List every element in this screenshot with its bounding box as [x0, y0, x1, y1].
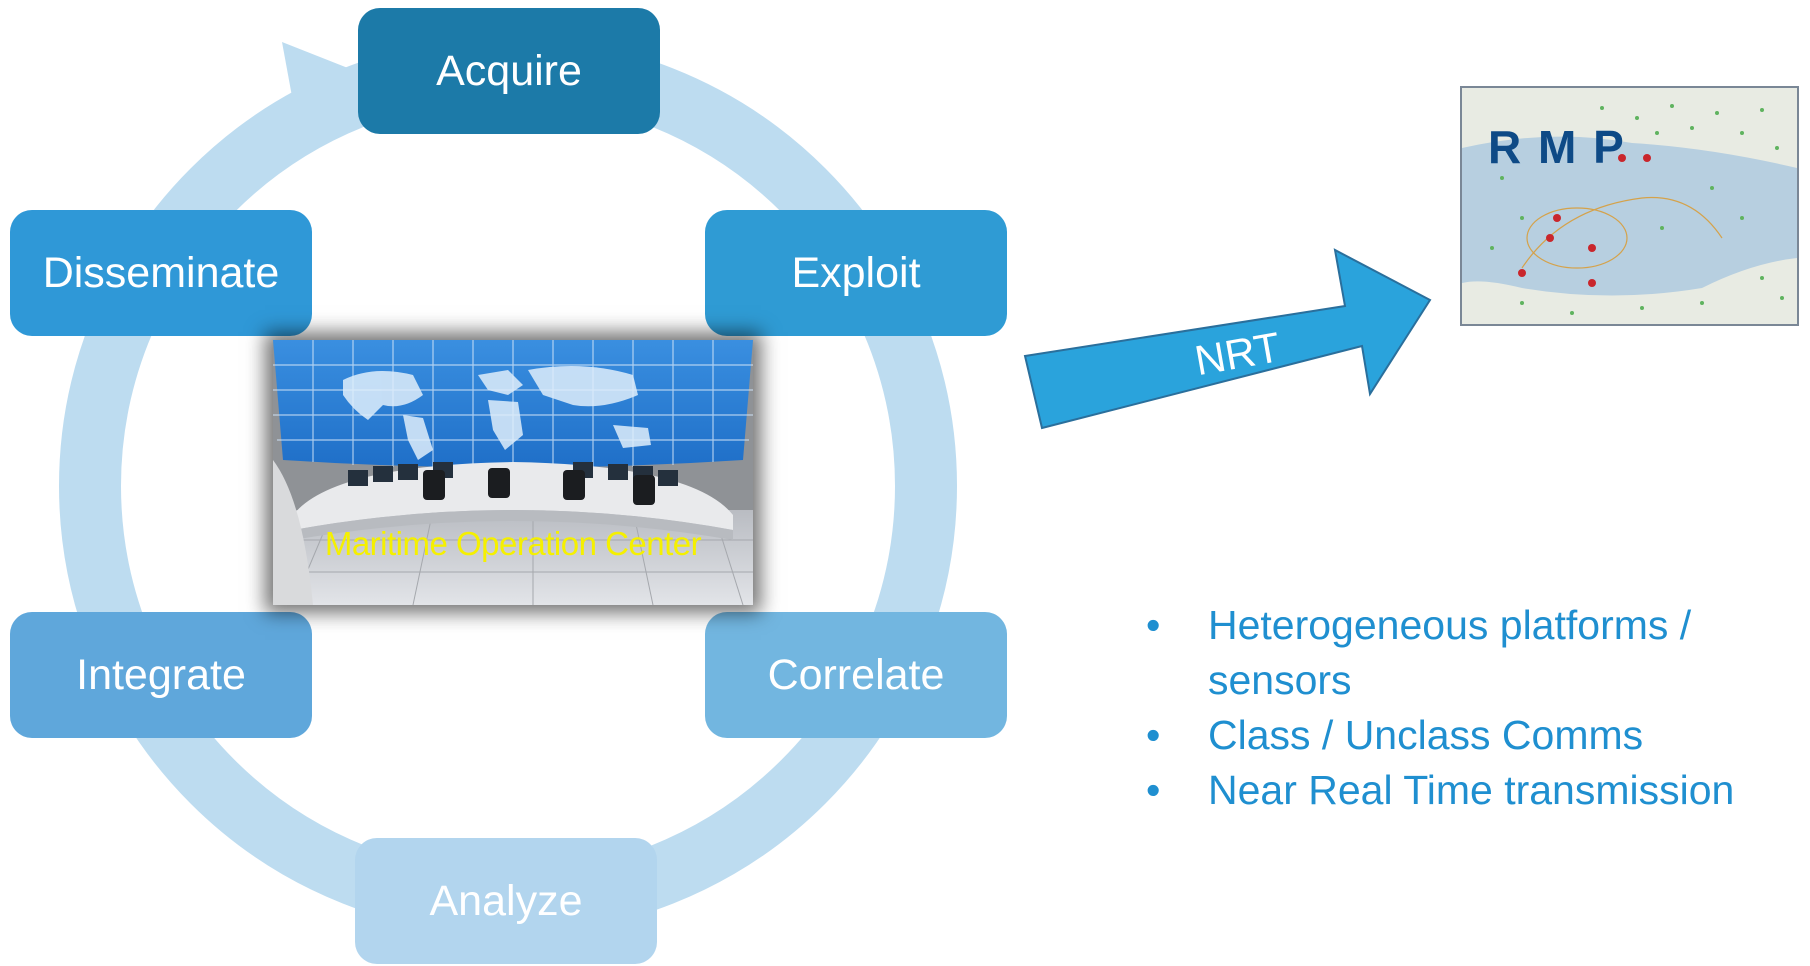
operation-center-illustration — [273, 340, 753, 605]
bullet-text: Heterogeneous platforms / sensors — [1208, 602, 1692, 703]
stage-integrate: Integrate — [10, 612, 312, 738]
cycle-arrowhead — [282, 42, 358, 140]
stage-disseminate: Disseminate — [10, 210, 312, 336]
bullet-dot: • — [1146, 602, 1161, 648]
stage-analyze: Analyze — [355, 838, 657, 964]
nrt-arrow-shape — [1023, 248, 1432, 430]
bullet-item: • Class / Unclass Comms — [1133, 708, 1803, 763]
bullet-text: Class / Unclass Comms — [1208, 712, 1644, 758]
bullet-dot: • — [1146, 767, 1161, 813]
stage-correlate: Correlate — [705, 612, 1007, 738]
stage-exploit: Exploit — [705, 210, 1007, 336]
bullet-text: Near Real Time transmission — [1208, 767, 1735, 813]
stage-acquire: Acquire — [358, 8, 660, 134]
rmp-label: R M P — [1488, 121, 1626, 173]
feature-bullet-list: • Heterogeneous platforms / sensors • Cl… — [1133, 598, 1803, 818]
bullet-dot: • — [1146, 712, 1161, 758]
bullet-item: • Heterogeneous platforms / sensors — [1133, 598, 1803, 708]
operation-center-photo: Maritime Operation Center — [273, 340, 753, 605]
center-caption: Maritime Operation Center — [324, 525, 702, 562]
bullet-item: • Near Real Time transmission — [1133, 763, 1803, 818]
rmp-map-image — [1462, 88, 1797, 324]
rmp-map: R M P — [1460, 86, 1799, 326]
